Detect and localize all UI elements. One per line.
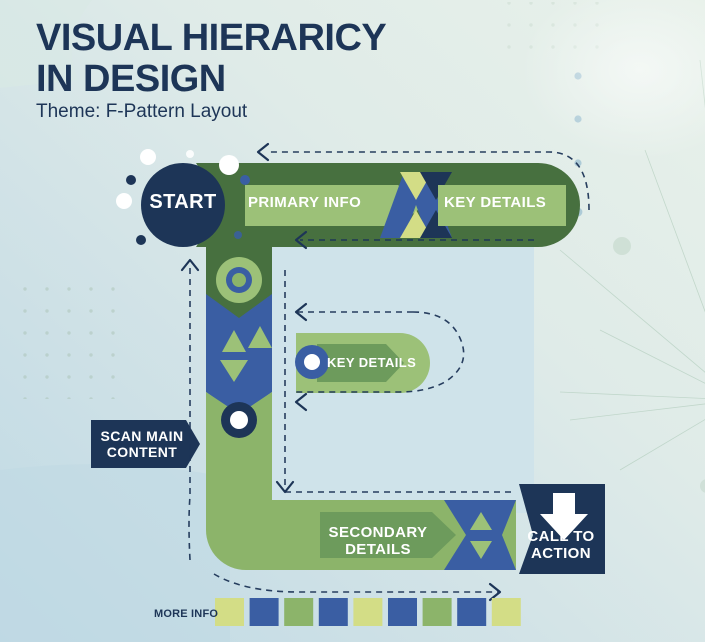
- dashed-arrow-left-icon: [292, 311, 465, 393]
- triangle-up-icon: [222, 330, 246, 352]
- legend-swatch[interactable]: [388, 598, 417, 626]
- legend-swatch[interactable]: [284, 598, 314, 626]
- key-details-top-label: KEY DETAILS: [444, 194, 547, 211]
- legend-swatch[interactable]: [353, 598, 383, 626]
- call-to-action-box[interactable]: [519, 484, 605, 574]
- dot-icon: [304, 354, 320, 370]
- primary-info-chevron[interactable]: [245, 185, 424, 226]
- legend-swatch[interactable]: [491, 598, 521, 626]
- background-glow: [520, 0, 705, 160]
- dot-icon: [240, 175, 250, 185]
- key-details-top-block[interactable]: [438, 185, 566, 226]
- start-label: START: [149, 191, 217, 213]
- legend-swatch[interactable]: [457, 598, 487, 626]
- legend-swatch[interactable]: [422, 598, 452, 626]
- start-node-decor-dots: [116, 149, 239, 245]
- call-to-action-label: CALL TO ACTION: [527, 528, 595, 563]
- concentric-circle-icon: [232, 273, 246, 287]
- arrowhead-left-icon: [256, 142, 270, 162]
- secondary-details-chevron[interactable]: [320, 512, 456, 558]
- arrowhead-down-icon: [275, 480, 295, 494]
- scan-main-content-tag[interactable]: [91, 420, 200, 468]
- triangle-down-icon: [470, 541, 492, 559]
- triangle-up-icon: [248, 326, 272, 348]
- background-node-burst-icon: [559, 59, 705, 493]
- dot-icon: [234, 231, 242, 239]
- background-wash-upper-left: [0, 0, 92, 88]
- dashed-arrow-up-icon: [188, 268, 191, 561]
- legend-swatch[interactable]: [249, 598, 279, 626]
- down-arrow-icon: [540, 493, 588, 540]
- cta-connector-block: [444, 500, 516, 570]
- arrowhead-left-icon: [294, 392, 308, 412]
- legend-swatch-row: [215, 598, 521, 626]
- background-wash-lower-left: [0, 464, 230, 642]
- page-subtitle: Theme: F-Pattern Layout: [36, 101, 248, 122]
- key-details-mid-pill[interactable]: [295, 333, 430, 393]
- legend-swatch[interactable]: [318, 598, 348, 626]
- secondary-details-label: SECONDARY DETAILS: [328, 524, 428, 559]
- key-details-mid-label: KEY DETAILS: [327, 355, 417, 370]
- arrowhead-up-icon: [180, 258, 200, 272]
- arrowhead-left-icon: [294, 302, 308, 322]
- primary-info-label: PRIMARY INFO: [248, 194, 362, 211]
- dot-icon: [230, 411, 248, 429]
- spine-segment-blue: [206, 294, 272, 416]
- more-info-label: MORE INFO: [154, 608, 219, 620]
- arrowhead-right-icon: [488, 582, 502, 602]
- dashed-arrow-left-icon: [268, 151, 590, 211]
- page-title: VISUAL HIERARICY IN DESIGN: [36, 17, 387, 100]
- spine-segment-dark-green: [206, 247, 272, 322]
- scan-main-content-label: SCAN MAIN CONTENT: [100, 428, 184, 461]
- start-node[interactable]: [141, 163, 225, 247]
- circle-node-icon: [141, 163, 225, 247]
- legend-swatch[interactable]: [215, 598, 244, 626]
- arrowhead-left-icon: [294, 230, 308, 250]
- triangle-down-icon: [220, 360, 248, 382]
- triangle-up-icon: [470, 512, 492, 530]
